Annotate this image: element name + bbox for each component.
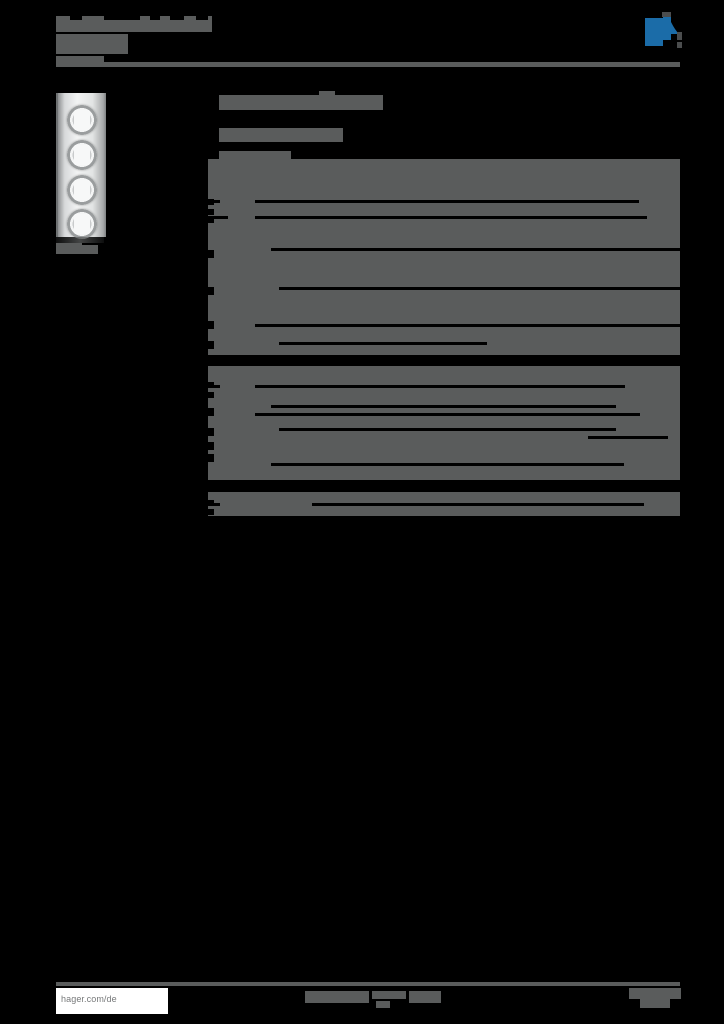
socket-ring bbox=[67, 140, 97, 170]
product-image bbox=[56, 93, 106, 239]
table-row bbox=[255, 324, 680, 327]
table-row bbox=[271, 405, 616, 408]
row-notch bbox=[208, 209, 214, 215]
row-notch bbox=[208, 341, 214, 349]
row-edge bbox=[208, 503, 220, 506]
row-notch bbox=[208, 321, 214, 329]
footer-page-number bbox=[629, 988, 681, 999]
product-image-shadow bbox=[56, 237, 104, 243]
footer-url[interactable]: hager.com/de bbox=[56, 988, 168, 1014]
socket-ring bbox=[67, 105, 97, 135]
table-row bbox=[255, 200, 639, 203]
row-notch bbox=[208, 442, 214, 450]
main-heading-1 bbox=[219, 95, 383, 110]
page-header bbox=[0, 0, 724, 80]
row-edge bbox=[208, 385, 220, 388]
header-title-notch bbox=[104, 14, 140, 20]
specification-table-1 bbox=[208, 159, 680, 355]
row-edge bbox=[208, 200, 220, 203]
footer-divider bbox=[56, 982, 680, 986]
header-title-notch bbox=[196, 14, 208, 20]
table-row bbox=[271, 248, 680, 251]
header-divider bbox=[56, 62, 680, 67]
main-heading-1-notch bbox=[319, 91, 335, 97]
specification-table-3 bbox=[208, 492, 680, 516]
row-notch bbox=[208, 454, 214, 462]
footer-center-text bbox=[409, 991, 441, 1003]
product-caption bbox=[56, 245, 98, 254]
hager-logo-icon bbox=[645, 12, 682, 49]
table-row bbox=[279, 287, 680, 290]
row-notch bbox=[208, 287, 214, 295]
header-title-line-2 bbox=[56, 34, 128, 54]
table-row bbox=[255, 385, 625, 388]
footer-center-text bbox=[376, 1001, 390, 1008]
header-title-notch bbox=[150, 14, 160, 20]
row-edge bbox=[208, 216, 228, 219]
row-edge bbox=[588, 436, 668, 439]
footer-center-text bbox=[372, 991, 406, 999]
table-row bbox=[279, 428, 616, 431]
row-notch bbox=[208, 509, 214, 515]
table-row bbox=[312, 503, 644, 506]
table-row bbox=[255, 413, 640, 416]
table-row bbox=[255, 216, 647, 219]
table-row bbox=[271, 463, 624, 466]
footer-center-text bbox=[305, 991, 369, 1003]
header-title-notch bbox=[70, 14, 82, 20]
table-row bbox=[279, 342, 487, 345]
row-notch bbox=[208, 428, 214, 436]
row-notch bbox=[208, 408, 214, 416]
specification-table-2 bbox=[208, 366, 680, 480]
footer-url-label: hager.com/de bbox=[61, 994, 117, 1004]
socket-ring bbox=[67, 209, 97, 239]
row-notch bbox=[208, 217, 214, 223]
row-notch bbox=[208, 250, 214, 258]
socket-ring bbox=[67, 175, 97, 205]
footer-page-number bbox=[640, 999, 670, 1008]
header-title-notch bbox=[170, 14, 184, 20]
row-notch bbox=[208, 392, 214, 398]
header-subtitle-stub bbox=[56, 56, 104, 63]
header-title-line-1 bbox=[56, 16, 212, 32]
main-heading-2 bbox=[219, 128, 343, 142]
